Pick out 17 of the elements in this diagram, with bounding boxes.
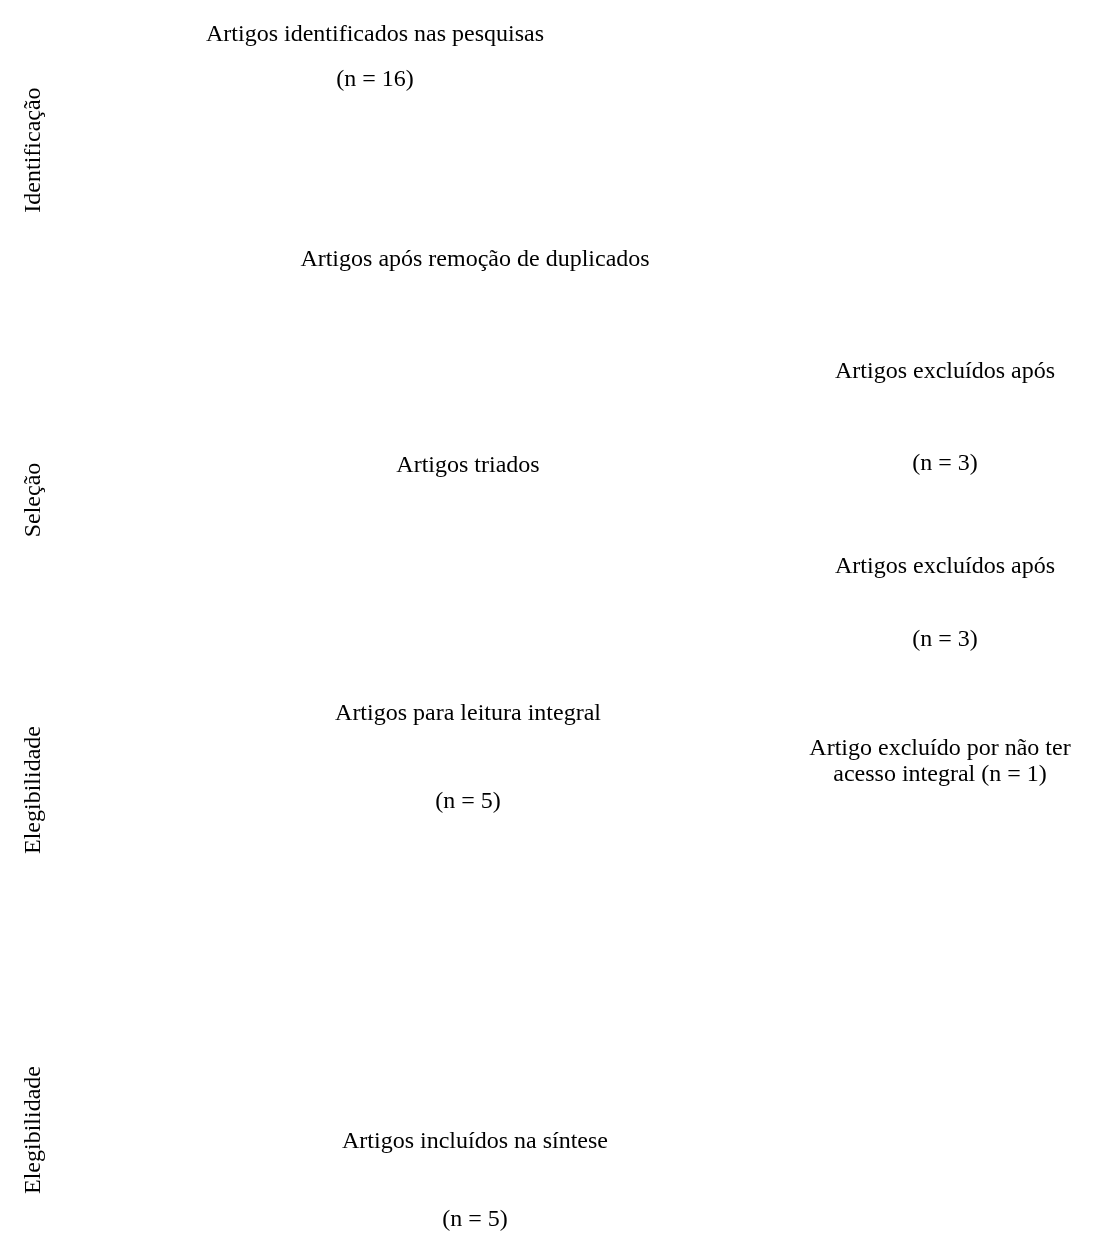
phase-label: Elegibilidade (18, 726, 46, 854)
flow-text: (n = 16) (336, 64, 414, 92)
flow-text: Artigos incluídos na síntese (342, 1126, 608, 1154)
phase-label: Elegibilidade (18, 1066, 46, 1194)
flow-text: Artigos triados (396, 450, 540, 478)
flow-text: Artigos excluídos após (835, 356, 1055, 384)
flow-text: (n = 3) (912, 448, 978, 476)
flow-text: (n = 3) (912, 624, 978, 652)
flow-text: Artigos excluídos após (835, 551, 1055, 579)
flow-text: (n = 5) (435, 786, 501, 814)
phase-label: Identificação (18, 87, 46, 213)
flow-text: Artigos para leitura integral (335, 698, 601, 726)
flow-text: Artigos após remoção de duplicados (300, 244, 650, 272)
phase-label: Seleção (18, 462, 46, 538)
flow-text: (n = 5) (442, 1204, 508, 1232)
flow-text: Artigo excluído por não ter acesso integral (n = 1) (808, 733, 1072, 787)
flow-text: Artigos identificados nas pesquisas (206, 19, 544, 47)
